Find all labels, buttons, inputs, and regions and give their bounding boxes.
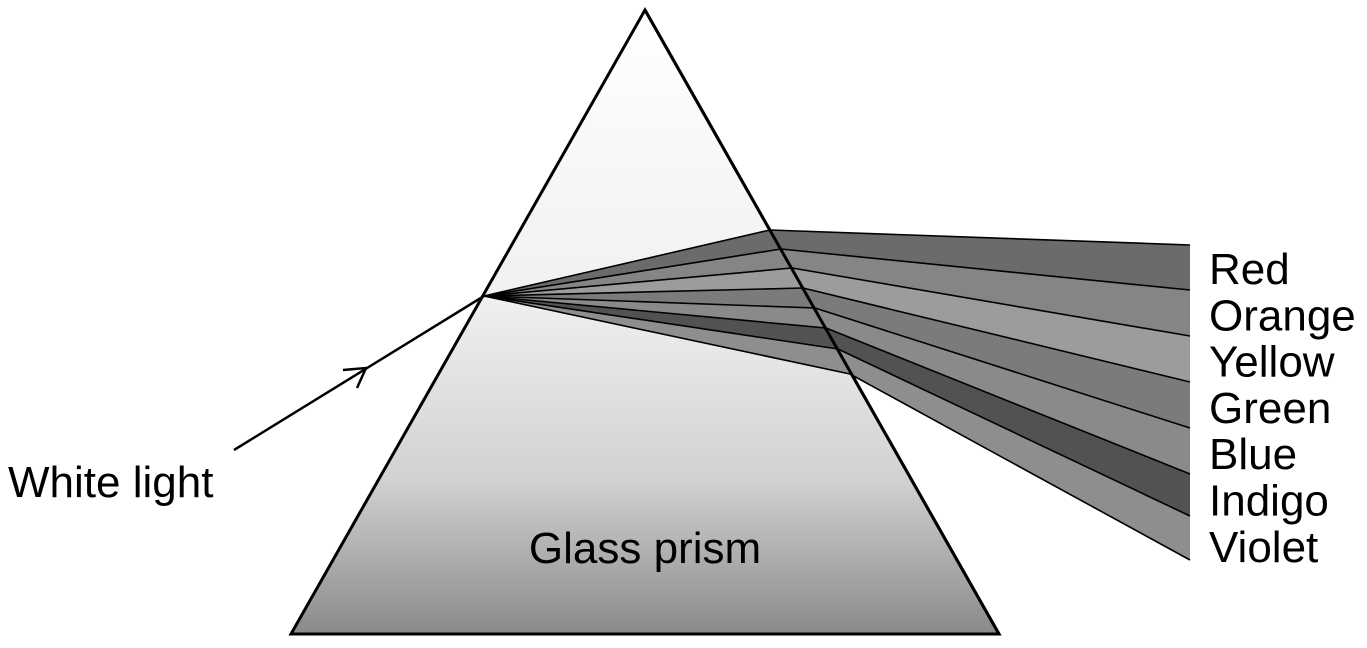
outer-band-red (770, 230, 1190, 290)
inner-divider-line (483, 295, 816, 309)
spectrum-label-indigo: Indigo (1209, 477, 1329, 526)
outer-divider-line (814, 307, 1191, 429)
outgoing-spectrum (770, 230, 1190, 560)
outer-divider-line (791, 267, 1191, 337)
prism-right-edge (643, 9, 1001, 635)
spectrum-label-red: Red (1209, 245, 1290, 294)
inner-divider-line (483, 267, 793, 297)
outer-band-yellow (792, 268, 1190, 382)
outer-band-orange (781, 249, 1190, 336)
outer-band-violet (838, 349, 1190, 560)
outer-band-green (803, 288, 1190, 428)
glass-prism-label: Glass prism (529, 524, 761, 573)
spectrum-label-green: Green (1209, 384, 1331, 433)
spectrum-label-orange: Orange (1209, 291, 1356, 340)
spectrum-label-yellow: Yellow (1209, 338, 1335, 387)
outer-band-indigo (826, 328, 1190, 516)
white-light-label: White light (8, 458, 213, 507)
band-divider-lines (483, 229, 1191, 561)
inner-band-green (484, 288, 815, 308)
inner-divider-line (483, 295, 839, 350)
inner-divider-line (483, 287, 804, 297)
outer-divider-line (825, 327, 1191, 475)
inner-divider-line (483, 229, 771, 297)
outer-divider-line (802, 287, 1191, 383)
outer-divider-line (769, 229, 1191, 246)
incident-ray (233, 294, 485, 452)
spectrum-label-blue: Blue (1209, 430, 1297, 479)
inner-divider-line (483, 295, 851, 375)
inner-divider-line (483, 295, 827, 329)
inner-divider-line (483, 248, 782, 297)
outer-divider-line (849, 373, 1191, 561)
arrow-head-icon (342, 366, 369, 389)
outer-divider-line (780, 248, 1191, 291)
spectrum-label-violet: Violet (1209, 523, 1318, 572)
outer-band-blue (815, 308, 1190, 474)
outer-divider-line (837, 348, 1191, 517)
